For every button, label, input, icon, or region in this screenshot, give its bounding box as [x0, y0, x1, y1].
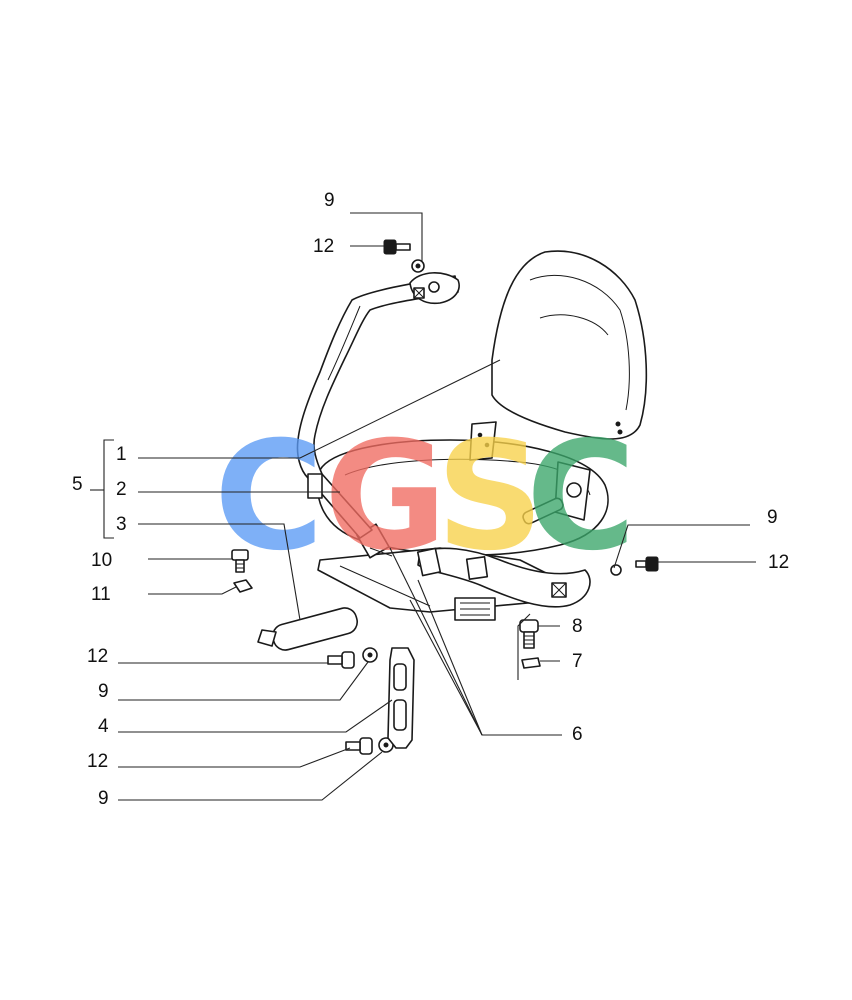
- label-5: 5: [72, 474, 83, 495]
- cgsc-watermark: C G S C: [214, 410, 636, 584]
- watermark-letter-c2: C: [526, 410, 636, 584]
- center-bracket: [469, 421, 497, 461]
- seat-backrest: [491, 250, 648, 440]
- label-4: 4: [98, 716, 109, 737]
- nut-11: [233, 579, 253, 593]
- label-9-top: 9: [324, 190, 335, 211]
- label-6: 6: [572, 724, 583, 745]
- label-11: 11: [91, 584, 111, 605]
- washer-top: [411, 259, 425, 273]
- bolt-8: [519, 619, 539, 649]
- label-9-left-b: 9: [98, 788, 109, 809]
- seat-cushion: [316, 439, 609, 556]
- leader-lines: [90, 212, 756, 801]
- callout-labels: 9 12 1 5 2 3 10 11 12 9 4 12 9 9 12 8 7 …: [72, 190, 789, 809]
- label-1: 1: [116, 444, 127, 465]
- label-9-right: 9: [767, 507, 778, 528]
- label-9-left-a: 9: [98, 681, 109, 702]
- upper-anchor-plate: [409, 272, 460, 305]
- washer-9-right: [610, 564, 622, 576]
- watermark-letter-s: S: [436, 410, 544, 584]
- label-2: 2: [116, 479, 127, 500]
- label-10: 10: [91, 550, 112, 571]
- bolt-12-right: [635, 556, 659, 572]
- washer-9-left-a: [362, 647, 378, 663]
- label-12-left-b: 12: [87, 751, 108, 772]
- watermark-letter-c1: C: [214, 410, 324, 584]
- bolt-top: [383, 239, 411, 255]
- bolt-10: [231, 549, 249, 573]
- label-12-top: 12: [313, 236, 334, 257]
- buckle-stalk: [522, 461, 591, 525]
- watermark-letter-g: G: [324, 410, 447, 584]
- link-plate: [387, 647, 415, 749]
- belt-retractor: [257, 607, 359, 651]
- washer-9-left-b: [378, 737, 394, 753]
- bolt-12-left-b: [345, 737, 373, 755]
- label-3: 3: [116, 514, 127, 535]
- bolt-12-left-a: [327, 651, 355, 669]
- buckle-assembly: [416, 547, 591, 608]
- label-12-right: 12: [768, 552, 789, 573]
- nut-7: [521, 657, 541, 669]
- label-12-left-a: 12: [87, 646, 108, 667]
- label-7: 7: [572, 651, 583, 672]
- lap-belt-strap: [307, 473, 373, 539]
- label-8: 8: [572, 616, 583, 637]
